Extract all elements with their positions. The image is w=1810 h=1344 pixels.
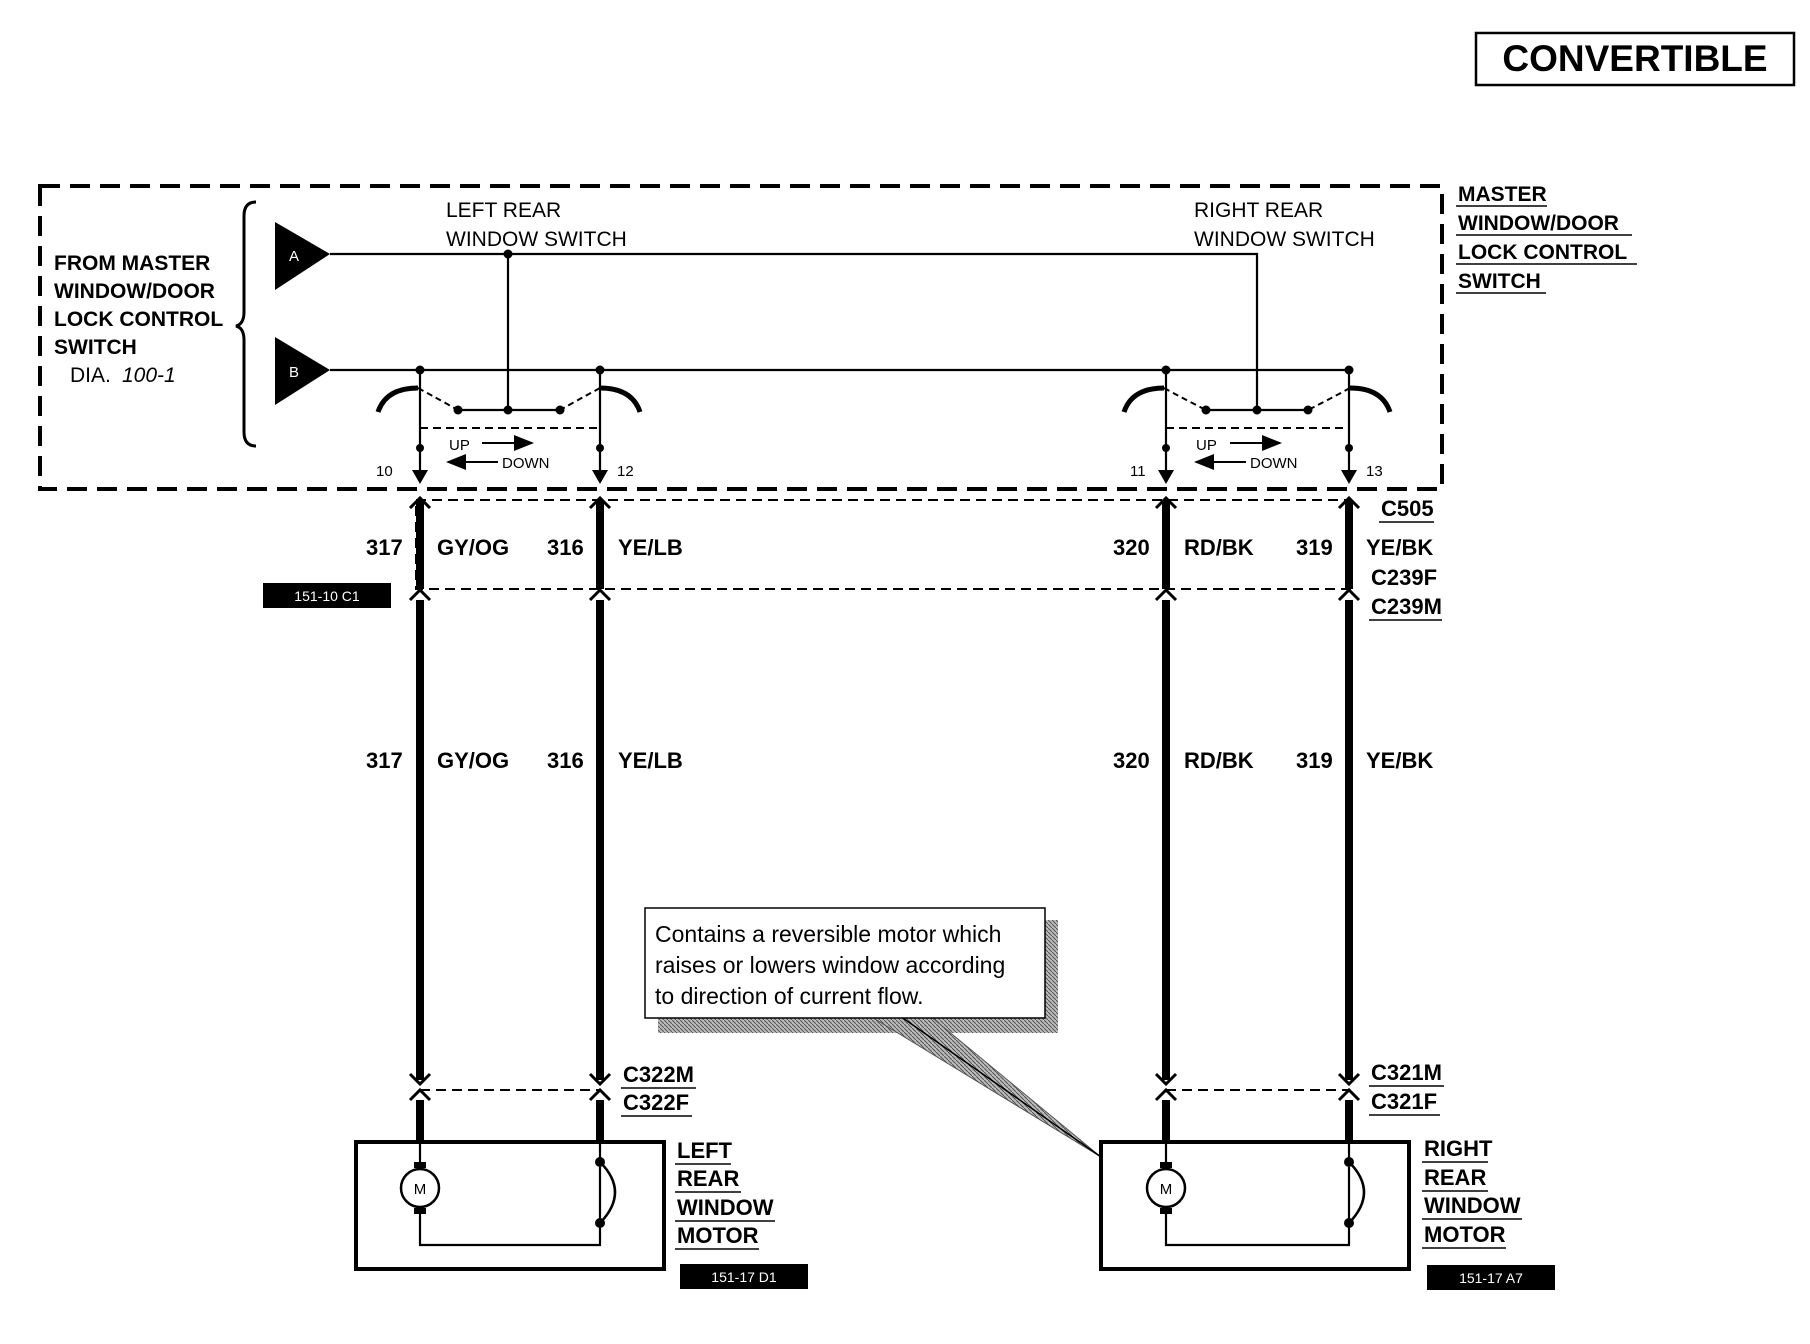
pin-number: 10 [376,463,393,480]
note-callout: Contains a reversible motor which raises… [644,907,1102,1158]
note-pointer [868,1015,1102,1158]
svg-text:A: A [289,248,299,265]
title-box: CONVERTIBLE [1474,31,1796,87]
connector-label: C322F [623,1090,689,1115]
feed-lines [330,252,1349,410]
switch-up-label: UP [449,437,470,454]
wire-circuit: 320 [1113,535,1150,560]
dia-prefix: DIA. [70,364,111,387]
limit-switch-icon [1348,1161,1366,1224]
switch-label-line: RIGHT REAR [1194,199,1323,222]
note-line: raises or lowers window according [655,952,1005,978]
motor-label-line: MOTOR [677,1223,759,1248]
source-label-line: LOCK CONTROL [54,308,223,331]
wire-circuit: 320 [1113,748,1150,773]
motor-label-line: RIGHT [1424,1136,1493,1161]
wire-color: RD/BK [1184,748,1254,773]
wire-color: YE/LB [618,748,683,773]
reference-tag: 151-17 D1 [680,1264,808,1289]
brace [235,200,257,448]
motor-label-line: MOTOR [1424,1222,1506,1247]
pin-number: 13 [1366,463,1383,480]
reference-tag: 151-17 A7 [1427,1265,1555,1290]
wire-labels-lower: 317 GY/OG 316 YE/LB 320 RD/BK 319 YE/BK [366,748,1433,773]
switch-down-label: DOWN [1250,455,1298,472]
limit-switch-icon [599,1161,617,1224]
master-label-line: WINDOW/DOOR [1458,212,1619,235]
right-rear-window-switch: RIGHT REAR WINDOW SWITCH UP DOWN 11 13 [1121,199,1393,484]
motor-icon [1145,1167,1187,1209]
motor-label-line: WINDOW [677,1195,774,1220]
motor-label-line: LEFT [677,1138,733,1163]
connector-label: C239M [1371,594,1442,619]
master-label-line: MASTER [1458,183,1547,206]
switch-down-label: DOWN [502,455,550,472]
svg-text:151-10 C1: 151-10 C1 [294,588,360,604]
source-label-line: FROM MASTER [54,252,210,275]
motor-label-line: WINDOW [1424,1193,1521,1218]
switch-label-line: WINDOW SWITCH [1194,228,1375,251]
motor-symbol: M [1160,1181,1173,1198]
wire-circuit: 316 [547,535,584,560]
wire-color: YE/BK [1366,748,1433,773]
master-label-line: LOCK CONTROL [1458,241,1627,264]
wire-color: GY/OG [437,535,509,560]
note-line: Contains a reversible motor which [655,921,1001,947]
page-title: CONVERTIBLE [1502,38,1767,79]
master-label-line: SWITCH [1458,270,1541,293]
motor-icon [399,1167,441,1209]
reference-tag: 151-10 C1 [263,583,391,608]
source-label: FROM MASTER WINDOW/DOOR LOCK CONTROL SWI… [54,252,223,387]
pin-number: 12 [617,463,634,480]
terminal-a: A [275,222,330,290]
connector-label: C322M [623,1062,694,1087]
connector-label: C505 [1381,496,1434,521]
connector-label: C321M [1371,1060,1442,1085]
terminal-b: B [275,337,330,405]
wire-color: GY/OG [437,748,509,773]
source-label-line: WINDOW/DOOR [54,280,215,303]
wire-color: YE/LB [618,535,683,560]
wire-color: YE/BK [1366,535,1433,560]
motor-label-line: REAR [677,1166,739,1191]
svg-text:151-17 D1: 151-17 D1 [711,1269,777,1285]
wire-labels-upper: 317 GY/OG 316 YE/LB 320 RD/BK 319 YE/BK [366,535,1433,560]
wire-circuit: 319 [1296,748,1333,773]
wire-circuit: 317 [366,748,403,773]
dia-ref: 100-1 [122,364,176,387]
connector-label: C321F [1371,1089,1437,1114]
wire-harness [408,495,1361,1142]
connector-labels: C505 C239F C239M C322M C322F C321M C321F [621,496,1444,1117]
switch-label-line: LEFT REAR [446,199,561,222]
connector-label: C239F [1371,565,1437,590]
svg-text:B: B [289,364,299,381]
note-line: to direction of current flow. [655,983,923,1009]
left-rear-window-motor: M LEFT REAR WINDOW MOTOR [354,1138,775,1271]
wire-circuit: 316 [547,748,584,773]
switch-up-label: UP [1196,437,1217,454]
wire-circuit: 317 [366,535,403,560]
master-switch-boundary [38,184,1444,491]
right-rear-window-motor: M RIGHT REAR WINDOW MOTOR [1099,1136,1522,1271]
master-switch-label: MASTER WINDOW/DOOR LOCK CONTROL SWITCH [1456,183,1637,294]
motor-symbol: M [414,1181,427,1198]
pin-number: 11 [1130,463,1146,480]
wire-circuit: 319 [1296,535,1333,560]
switch-label-line: WINDOW SWITCH [446,228,627,251]
source-label-line: SWITCH [54,336,137,359]
wire-color: RD/BK [1184,535,1254,560]
motor-label-line: REAR [1424,1165,1486,1190]
left-rear-window-switch: LEFT REAR WINDOW SWITCH UP DOWN 10 12 [375,199,643,484]
svg-text:151-17 A7: 151-17 A7 [1459,1270,1523,1286]
